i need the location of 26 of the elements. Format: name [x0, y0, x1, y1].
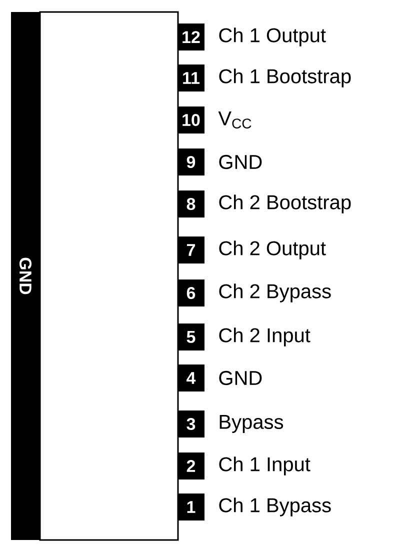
ground-tab: GND — [11, 12, 40, 540]
pin-label: Ch 2 Bootstrap — [219, 194, 351, 214]
pin-label: GND — [219, 370, 262, 386]
pin-label: Bypass — [220, 415, 284, 433]
pin-label: Ch 1 Bootstrap — [219, 68, 351, 88]
pin-number: 5 — [178, 324, 204, 350]
pin-label: Ch 2 Bypass — [219, 284, 331, 302]
pin-number: 6 — [178, 280, 204, 306]
pin-label: Ch 1 Bypass — [219, 498, 331, 516]
pin-number: 11 — [178, 64, 204, 92]
pin-number: 3 — [178, 410, 204, 438]
pin-label: GND — [219, 154, 262, 170]
pin-number: 2 — [178, 452, 204, 480]
pin-number: 9 — [178, 148, 204, 176]
pin-number: 1 — [178, 494, 204, 520]
pin-number: 12 — [178, 24, 204, 50]
pin-label: Ch 2 Input — [219, 328, 310, 346]
pin-label: Ch 2 Output — [219, 240, 326, 260]
pin-number: 7 — [178, 236, 204, 264]
pin-label: V$_{CC}$ — [218, 112, 252, 128]
pin-number: 4 — [178, 364, 204, 392]
package-body — [39, 11, 179, 541]
pin-number: 8 — [178, 190, 204, 218]
pin-number: 10 — [178, 106, 204, 134]
pin-label: Ch 1 Output — [219, 28, 326, 46]
pin-label: Ch 1 Input — [219, 456, 310, 476]
